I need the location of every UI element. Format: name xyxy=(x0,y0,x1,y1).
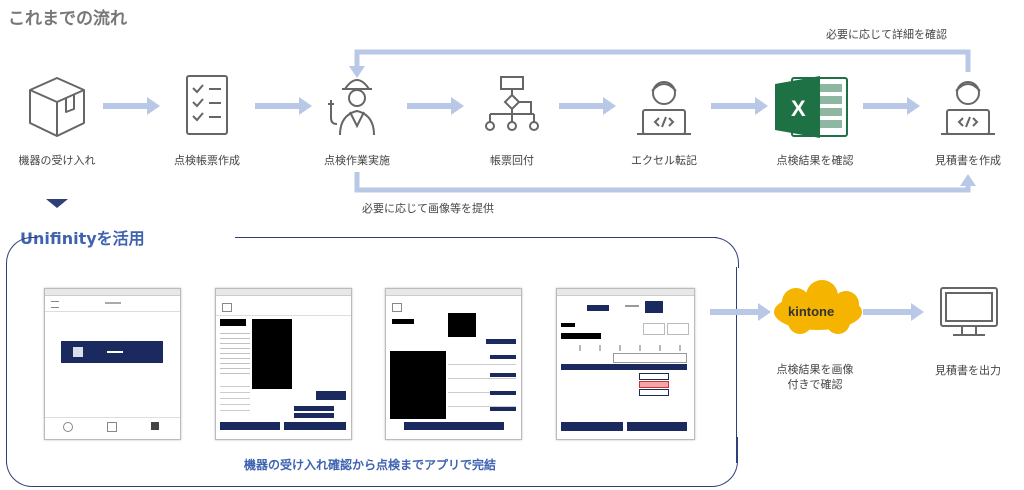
right-flow xyxy=(710,280,998,336)
monitor-icon xyxy=(940,287,998,336)
laptop-person-icon xyxy=(637,81,691,135)
bottom-loop-note: 必要に応じて画像等を提供 xyxy=(362,202,494,215)
top-loop-arrowhead xyxy=(349,66,365,78)
page-title: これまでの流れ xyxy=(8,9,127,29)
top-loop-arrow xyxy=(354,49,971,72)
step-label-2: 点検帳票作成 xyxy=(174,154,240,167)
flow-diagram: X xyxy=(29,49,995,193)
app-screen-1 xyxy=(44,288,181,440)
kintone-logo-text: kintone xyxy=(788,304,835,319)
box-left-edge xyxy=(6,267,7,463)
flow-arrow-6 xyxy=(863,103,909,109)
flow-arrow-3 xyxy=(407,103,453,109)
bottom-loop-arrow xyxy=(354,172,971,193)
step-label-1: 機器の受け入れ xyxy=(18,154,96,167)
app-screen-4 xyxy=(556,288,695,440)
flow-arrow-1 xyxy=(103,103,149,109)
step-label-4: 帳票回付 xyxy=(490,154,534,167)
flow-arrow-4 xyxy=(559,103,605,109)
app-screen-3 xyxy=(385,288,522,440)
flowchart-icon xyxy=(485,76,539,131)
unifinity-title: Unifinityを活用 xyxy=(20,229,145,248)
step-label-kintone: 点検結果を画像 付きで確認 xyxy=(776,363,854,391)
step-label-3: 点検作業実施 xyxy=(324,154,390,167)
box-corner-left xyxy=(6,237,37,268)
step-label-5: エクセル転記 xyxy=(631,154,697,167)
svg-text:X: X xyxy=(791,96,806,121)
step-label-output: 見積書を出力 xyxy=(935,364,1001,377)
top-loop-note: 必要に応じて詳細を確認 xyxy=(826,28,947,41)
unifinity-caption: 機器の受け入れ確認から点検までアプリで完結 xyxy=(243,458,496,472)
box-corner-right xyxy=(706,237,739,268)
flow-arrow-5 xyxy=(711,103,757,109)
box-bottom-edge xyxy=(6,437,738,487)
excel-icon: X xyxy=(775,76,848,138)
app-screen-2 xyxy=(215,288,352,440)
bottom-loop-arrowhead xyxy=(960,174,976,186)
kintone-cloud-icon xyxy=(774,280,862,334)
flow-arrow-8 xyxy=(863,309,913,315)
box-icon xyxy=(29,77,85,137)
down-triangle-icon xyxy=(46,199,68,208)
step-label-7: 見積書を作成 xyxy=(935,154,1001,167)
box-right-edge xyxy=(736,267,737,463)
worker-icon xyxy=(328,79,375,136)
flow-arrow-7 xyxy=(710,309,760,315)
step-label-6: 点検結果を確認 xyxy=(776,154,854,167)
section-divider xyxy=(235,237,717,238)
checklist-icon xyxy=(186,75,228,135)
flow-arrow-2 xyxy=(255,103,301,109)
laptop-person-icon-2 xyxy=(941,81,995,135)
